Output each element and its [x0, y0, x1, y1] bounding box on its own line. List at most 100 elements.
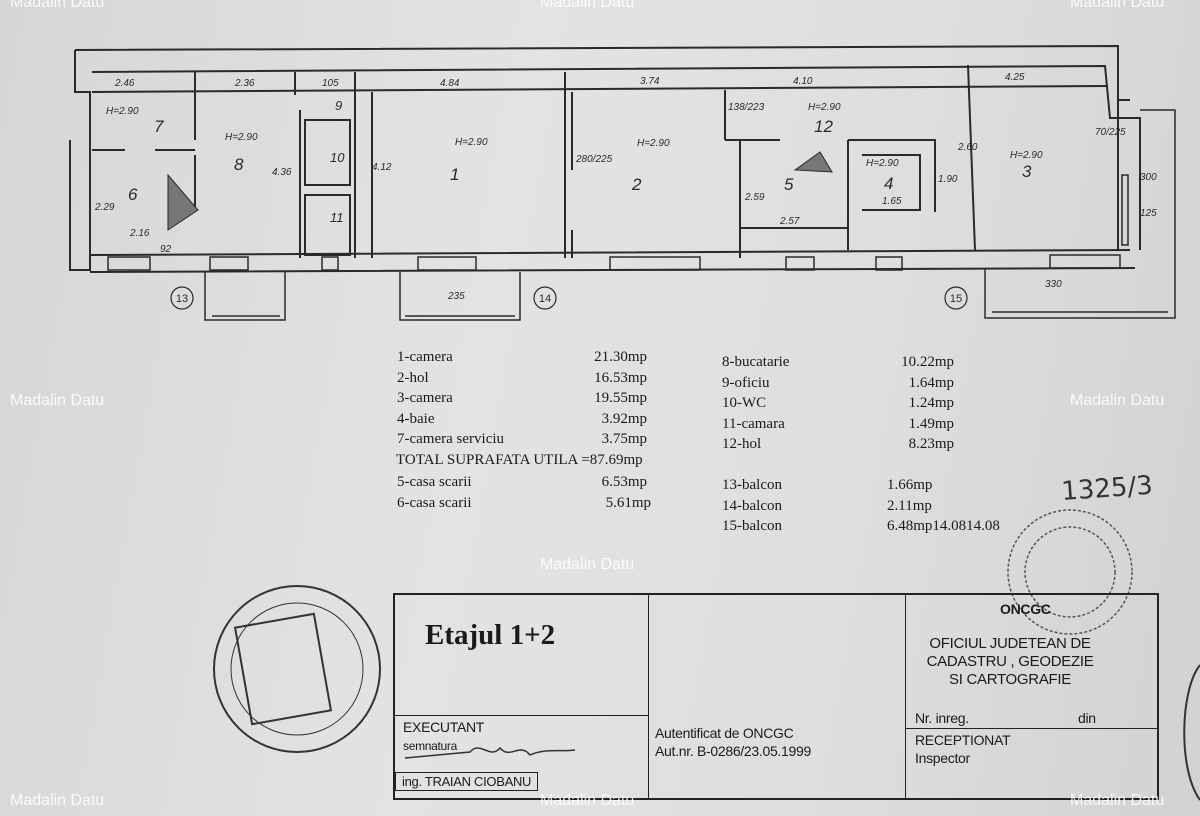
svg-text:4.10: 4.10	[793, 76, 813, 87]
svg-text:2.16: 2.16	[129, 228, 150, 239]
room-1: 1	[450, 165, 459, 184]
room-11: 11	[330, 210, 344, 225]
svg-text:1.90: 1.90	[938, 174, 958, 185]
room-2: 2	[631, 175, 642, 194]
svg-text:4.25: 4.25	[1005, 72, 1025, 83]
svg-text:235: 235	[447, 291, 465, 302]
watermark: Madalin Datu	[540, 792, 635, 809]
room-7: 7	[154, 117, 164, 136]
svg-text:2.59: 2.59	[744, 192, 765, 203]
watermark: Madalin Datu	[10, 792, 105, 809]
engineer-name: ing. TRAIAN CIOBANU	[395, 772, 539, 791]
balcony-13: 13	[176, 293, 188, 305]
executant-label: EXECUTANT	[403, 719, 485, 735]
ceiling-heights: H=2.90 H=2.90 H=2.90 H=2.90 H=2.90 H=2.9…	[106, 102, 1043, 169]
balcony-14: 14	[539, 293, 551, 305]
registration-number-label: Nr. inreg.	[915, 710, 969, 726]
room-numbers: 1 2 3 4 5 6 7 8 9 10 11 12	[128, 98, 1032, 225]
svg-text:1.65: 1.65	[882, 196, 902, 207]
svg-text:H=2.90: H=2.90	[808, 102, 841, 113]
svg-text:2.57: 2.57	[779, 216, 800, 227]
balcony-15: 15	[950, 293, 962, 305]
watermark: Madalin Datu	[540, 0, 635, 11]
svg-text:H=2.90: H=2.90	[225, 132, 258, 143]
svg-text:70/225: 70/225	[1095, 127, 1126, 138]
title-block: Etajul 1+2 EXECUTANT semnatura ing. TRAI…	[393, 593, 1159, 800]
windows	[107, 174, 1129, 271]
total-area: TOTAL SUPRAFATA UTILA =87.69mp	[396, 452, 643, 468]
svg-text:3.74: 3.74	[640, 76, 660, 87]
svg-text:2.36: 2.36	[234, 78, 255, 89]
svg-text:138/223: 138/223	[728, 102, 765, 113]
svg-text:H=2.90: H=2.90	[1010, 150, 1043, 161]
svg-text:4.12: 4.12	[372, 162, 392, 173]
stamp-left	[213, 585, 381, 753]
floor-title: Etajul 1+2	[425, 619, 556, 651]
inspector-label: Inspector	[915, 750, 970, 766]
room-12: 12	[814, 117, 833, 136]
stamp-right	[1007, 509, 1133, 635]
svg-text:H=2.90: H=2.90	[455, 137, 488, 148]
authentication-line2: Aut.nr. B-0286/23.05.1999	[655, 743, 811, 759]
svg-text:92: 92	[160, 244, 172, 255]
dimensions: 2.46 2.36 10 5 4.84 3.74 4.10 4.25 280/22…	[94, 72, 1157, 302]
received-label: RECEPTIONAT	[915, 732, 1011, 748]
watermark: Madalin Datu	[540, 556, 635, 573]
signature-label: semnatura	[403, 739, 457, 753]
svg-text:330: 330	[1045, 279, 1062, 290]
svg-text:H=2.90: H=2.90	[106, 106, 139, 117]
authentication-line1: Autentificat de ONCGC	[655, 725, 794, 741]
watermark: Madalin Datu	[10, 392, 105, 409]
watermark: Madalin Datu	[1070, 392, 1165, 409]
svg-text:280/225: 280/225	[575, 154, 613, 165]
date-label: din	[1078, 710, 1096, 726]
watermark: Madalin Datu	[1070, 792, 1165, 809]
room-10: 10	[330, 150, 345, 165]
oncgc-label: ONCGC	[1000, 601, 1051, 617]
svg-text:125: 125	[1140, 208, 1157, 219]
svg-text:2.46: 2.46	[114, 78, 135, 89]
stair-arrow-6	[167, 173, 199, 231]
balconies	[204, 109, 1176, 321]
watermark: Madalin Datu	[10, 0, 105, 11]
svg-text:300: 300	[1140, 172, 1157, 183]
svg-text:4.36: 4.36	[272, 167, 292, 178]
room-6: 6	[128, 185, 138, 204]
room-5: 5	[784, 175, 794, 194]
room-4: 4	[884, 174, 893, 193]
svg-text:H=2.90: H=2.90	[637, 138, 670, 149]
room-9: 9	[335, 98, 342, 113]
signature	[404, 746, 576, 759]
svg-text:H=2.90: H=2.90	[866, 158, 899, 169]
stamp-edge-right	[1183, 664, 1200, 801]
handwritten-note: 1325/3	[1060, 471, 1153, 507]
room-8: 8	[234, 155, 244, 174]
svg-text:4.84: 4.84	[440, 78, 460, 89]
stair-arrow-5	[793, 151, 833, 173]
room-3: 3	[1022, 162, 1032, 181]
balcony-markers: 13 14 15	[170, 286, 968, 310]
svg-text:2.29: 2.29	[94, 202, 115, 213]
watermark: Madalin Datu	[1070, 0, 1165, 11]
